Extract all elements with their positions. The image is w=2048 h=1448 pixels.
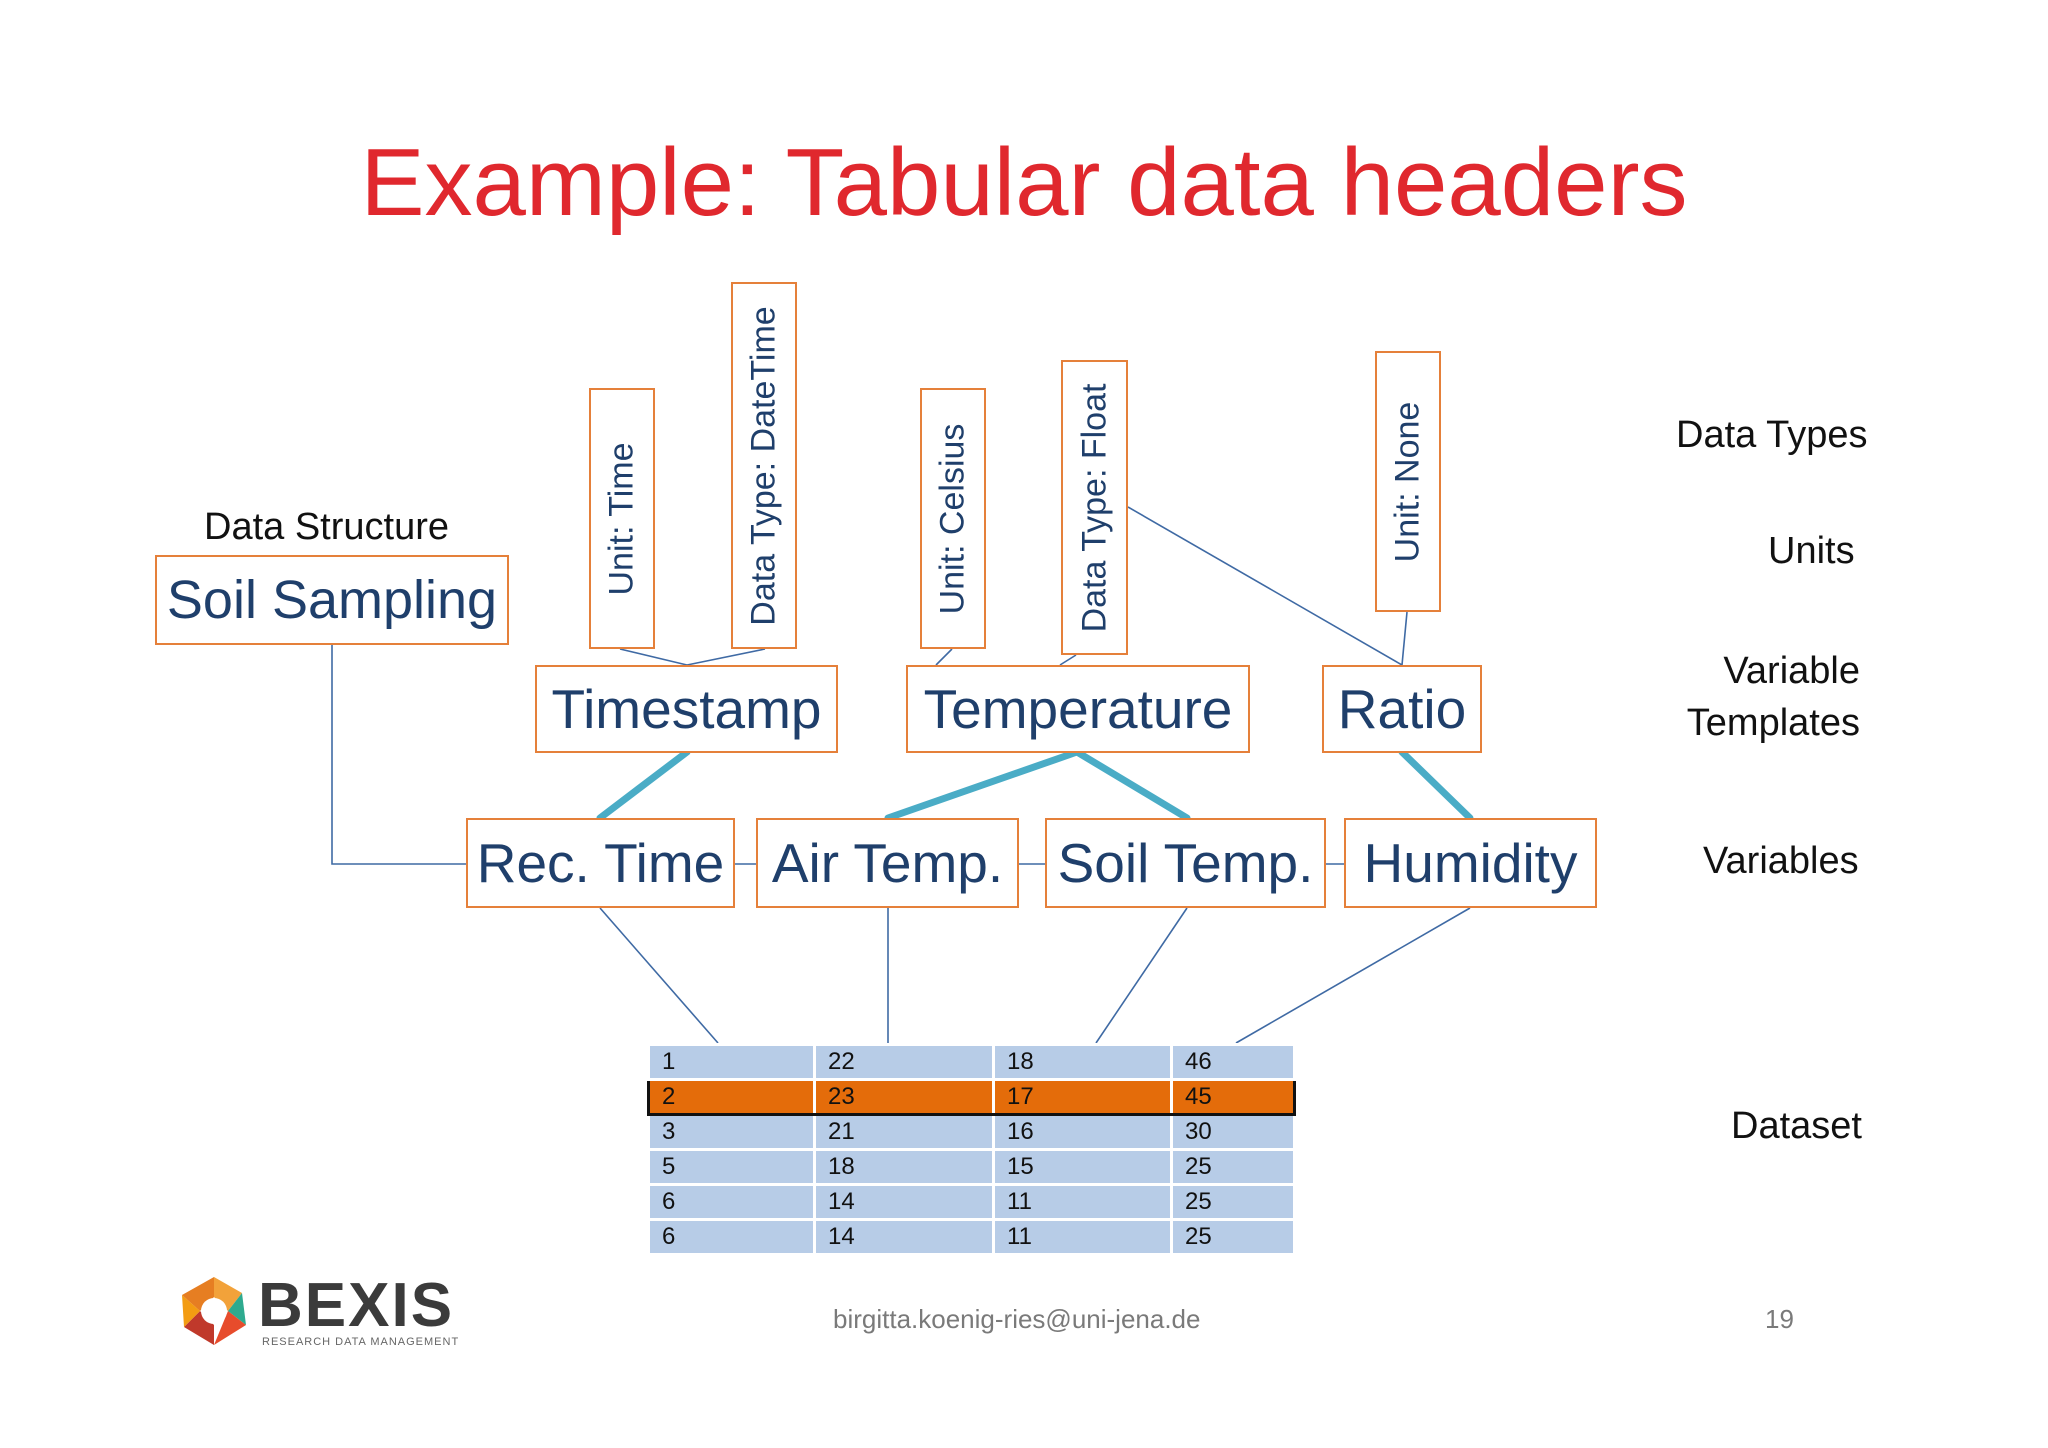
legend-dataset: Dataset bbox=[1731, 1105, 1862, 1147]
bexis-logo-icon bbox=[178, 1275, 250, 1347]
dataset-cell: 11 bbox=[992, 1218, 1173, 1256]
unit-none-box: Unit: None bbox=[1375, 351, 1441, 612]
structure-link-line bbox=[331, 645, 467, 865]
dataset-cell: 3 bbox=[647, 1113, 816, 1151]
dataset-cell: 14 bbox=[813, 1218, 995, 1256]
bexis-logo-tagline: RESEARCH DATA MANAGEMENT bbox=[262, 1336, 460, 1348]
legend-variable-templates-line1: Variable bbox=[1723, 650, 1860, 692]
unit-celsius-text: Unit: Celsius bbox=[933, 423, 972, 614]
dataset-cell: 22 bbox=[813, 1043, 995, 1081]
dataset-cell: 16 bbox=[992, 1113, 1173, 1151]
dataset-cell: 6 bbox=[647, 1183, 816, 1221]
humidity-variable-box: Humidity bbox=[1344, 818, 1597, 908]
dataset-cell: 21 bbox=[813, 1113, 995, 1151]
ratio-humidity-line bbox=[1398, 748, 1474, 822]
ratio-template-box: Ratio bbox=[1322, 665, 1482, 753]
legend-data-types: Data Types bbox=[1676, 414, 1868, 456]
unit-celsius-box: Unit: Celsius bbox=[920, 388, 986, 649]
dataset-cell: 18 bbox=[813, 1148, 995, 1186]
dataset-cell: 46 bbox=[1170, 1043, 1296, 1081]
dataset-cell: 23 bbox=[813, 1078, 995, 1116]
slide-title: Example: Tabular data headers bbox=[360, 129, 1688, 236]
dataset-cell: 6 bbox=[647, 1218, 816, 1256]
float-ratio-link-line bbox=[1127, 506, 1403, 666]
unit-time-link-line bbox=[619, 648, 688, 666]
data-structure-label: Data Structure bbox=[204, 506, 449, 548]
unit-none-text: Unit: None bbox=[1388, 401, 1427, 562]
unit-time-box: Unit: Time bbox=[589, 388, 655, 649]
celsius-link-line bbox=[935, 648, 953, 666]
dataset-cell: 45 bbox=[1170, 1078, 1296, 1116]
dataset-cell: 25 bbox=[1170, 1218, 1296, 1256]
datatype-datetime-box: Data Type: DateTime bbox=[731, 282, 797, 649]
datatype-datetime-text: Data Type: DateTime bbox=[744, 305, 783, 626]
dataset-cell: 11 bbox=[992, 1183, 1173, 1221]
air-temp-variable-box: Air Temp. bbox=[756, 818, 1019, 908]
datatype-float-box: Data Type: Float bbox=[1061, 360, 1128, 655]
temperature-template-box: Temperature bbox=[906, 665, 1250, 753]
temperature-air-temp-line bbox=[884, 748, 1081, 822]
dataset-cell: 1 bbox=[647, 1043, 816, 1081]
dataset-cell: 25 bbox=[1170, 1183, 1296, 1221]
page-number: 19 bbox=[1765, 1304, 1794, 1334]
dataset-cell: 2 bbox=[647, 1078, 816, 1116]
dataset-cell: 17 bbox=[992, 1078, 1173, 1116]
bexis-logo-text: BEXIS bbox=[258, 1271, 455, 1340]
temperature-soil-temp-line bbox=[1073, 748, 1191, 822]
unit-none-link-line bbox=[1401, 611, 1408, 666]
datatype-float-text: Data Type: Float bbox=[1075, 383, 1113, 632]
timestamp-template-box: Timestamp bbox=[535, 665, 838, 753]
timestamp-rec-time-line bbox=[596, 748, 691, 822]
dataset-cell: 18 bbox=[992, 1043, 1173, 1081]
footer-email: birgitta.koenig-ries@uni-jena.de bbox=[833, 1304, 1201, 1334]
humidity-dataset-line bbox=[1235, 907, 1471, 1044]
legend-units: Units bbox=[1768, 530, 1855, 572]
float-temperature-link-line bbox=[1059, 654, 1077, 666]
soil-temp-variable-box: Soil Temp. bbox=[1045, 818, 1326, 908]
dataset-cell: 25 bbox=[1170, 1148, 1296, 1186]
rec-time-variable-box: Rec. Time bbox=[466, 818, 735, 908]
dataset-cell: 5 bbox=[647, 1148, 816, 1186]
rec-time-dataset-line bbox=[599, 907, 719, 1044]
legend-variables: Variables bbox=[1703, 840, 1859, 882]
soil-sampling-box: Soil Sampling bbox=[155, 555, 509, 645]
dataset-cell: 15 bbox=[992, 1148, 1173, 1186]
soil-temp-dataset-line bbox=[1095, 907, 1188, 1044]
dataset-cell: 30 bbox=[1170, 1113, 1296, 1151]
unit-time-text: Unit: Time bbox=[602, 441, 641, 596]
datetime-link-line bbox=[686, 648, 766, 666]
legend-variable-templates-line2: Templates bbox=[1686, 702, 1860, 744]
dataset-cell: 14 bbox=[813, 1183, 995, 1221]
